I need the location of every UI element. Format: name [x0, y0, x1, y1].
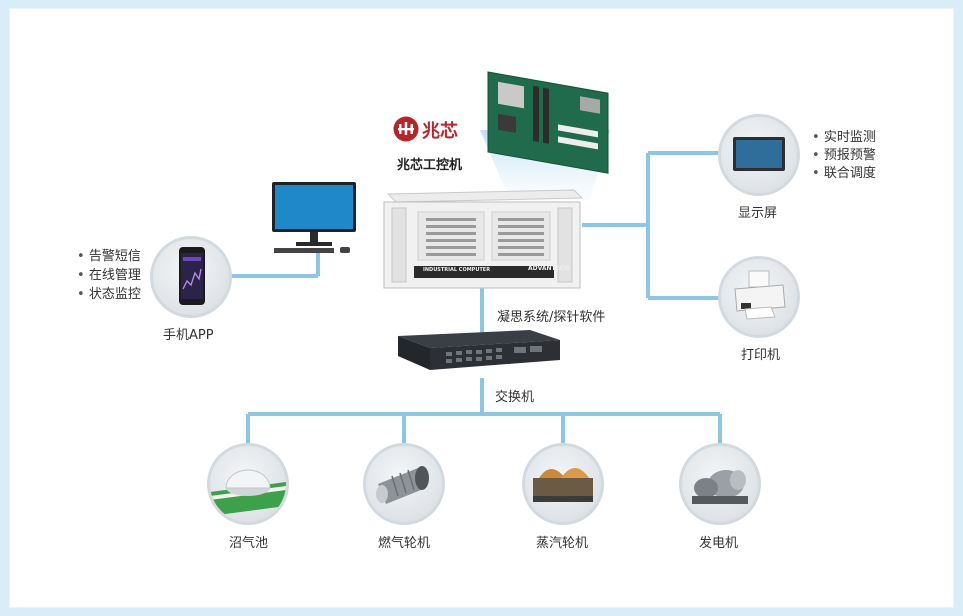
zhaoxin-logo-icon	[393, 116, 419, 142]
steam-turbine-icon	[533, 468, 593, 502]
printer-icon	[734, 270, 786, 320]
device-circle-gas-turbine	[363, 443, 445, 525]
phone-app-circle	[150, 236, 232, 318]
zhaoxin-logo	[393, 116, 419, 146]
brand-subtitle: 兆芯工控机	[397, 158, 463, 173]
device-circle-steam-turbine	[522, 443, 604, 525]
monitor-image	[272, 182, 356, 253]
ipc-label: INDUSTRIAL COMPUTER	[423, 267, 491, 273]
software-label: 凝思系统/探针软件	[497, 310, 606, 325]
gas-turbine-icon	[376, 466, 429, 504]
motherboard-image	[480, 71, 610, 200]
network-switch-image	[398, 330, 560, 370]
device-circle-biogas	[207, 443, 289, 525]
brand-logo-text: 兆芯	[422, 121, 458, 142]
display-label: 显示屏	[738, 206, 778, 221]
switch-label: 交换机	[495, 390, 535, 405]
printer-label: 打印机	[741, 348, 781, 363]
device-label: 发电机	[699, 536, 739, 551]
generator-icon	[692, 470, 748, 504]
smartphone-icon	[179, 247, 205, 305]
ipc-brand: ADVANTECH	[528, 265, 570, 272]
phone-feature: 告警短信	[77, 247, 141, 266]
phone-features: 告警短信 在线管理 状态监控	[77, 247, 141, 304]
display-screen-icon	[733, 137, 785, 171]
industrial-pc-image	[383, 189, 584, 289]
display-circle	[718, 114, 800, 196]
display-feature: 预报预警	[812, 147, 876, 165]
inner-frame	[9, 8, 954, 608]
device-label: 蒸汽轮机	[536, 536, 589, 551]
display-feature: 实时监测	[812, 129, 876, 147]
device-label: 沼气池	[229, 536, 269, 551]
device-circle-generator	[679, 443, 761, 525]
printer-circle	[718, 256, 800, 338]
device-label: 燃气轮机	[378, 536, 431, 551]
phone-feature: 在线管理	[77, 266, 141, 285]
phone-feature: 状态监控	[77, 285, 141, 304]
display-features: 实时监测 预报预警 联合调度	[812, 129, 876, 183]
display-feature: 联合调度	[812, 165, 876, 183]
phone-label: 手机APP	[163, 328, 214, 343]
biogas-digester-icon	[210, 469, 286, 516]
